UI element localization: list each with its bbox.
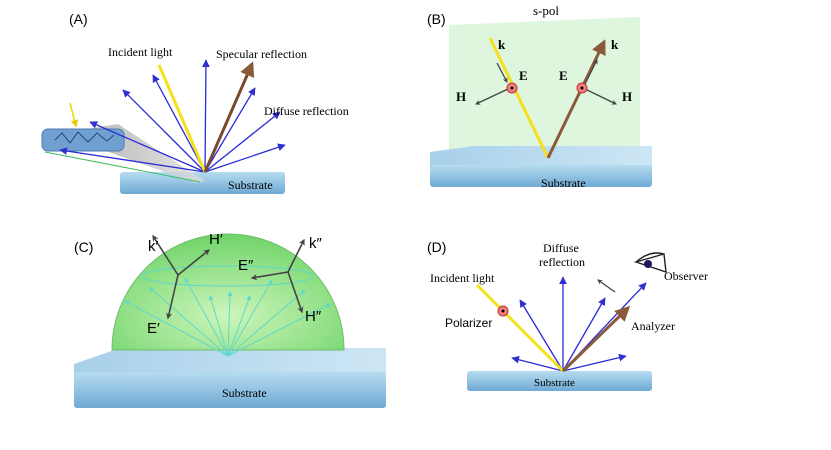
h-right-label: H [622, 89, 632, 104]
panel-c: (C) Substrate k′ H′ E′ [74, 231, 386, 408]
triad-double-prime [250, 238, 305, 314]
dome-ring [141, 265, 315, 287]
h-prime-label: H′ [209, 231, 223, 248]
substrate-c-label: Substrate [222, 386, 267, 400]
k-prime-label: k′ [148, 238, 159, 255]
triad-prime [152, 234, 210, 320]
polarizer-label: Polarizer [445, 316, 492, 330]
diffuse-label-d-1: Diffuse [543, 241, 579, 255]
incident-ray-a [157, 64, 207, 173]
right-field-vectors [582, 59, 617, 105]
substrate-b [430, 165, 652, 187]
substrate-c-top [74, 348, 386, 378]
panel-a-tag: (A) [69, 11, 88, 27]
k-right-label: k [611, 37, 619, 52]
panel-d: (D) Substrate Diffuse reflection [427, 239, 708, 391]
diffuse-label-a: Diffuse reflection [264, 104, 349, 118]
diffuse-arrows-a [59, 59, 286, 173]
substrate-c [74, 372, 386, 408]
incident-ray-b [488, 37, 550, 159]
analyzer-ray-d [561, 305, 631, 373]
zoom-rays [54, 131, 115, 144]
h-left-label: H [456, 89, 466, 104]
zoom-incident-arrow [69, 102, 79, 128]
incident-label-a: Incident light [108, 45, 173, 59]
substrate-a [120, 172, 285, 194]
e-right-label: E [559, 68, 568, 83]
substrate-a-label: Substrate [228, 178, 273, 192]
left-field-vectors [475, 62, 511, 105]
panel-c-tag: (C) [74, 239, 93, 255]
substrate-d [467, 371, 652, 391]
k-double-prime-label: k″ [309, 235, 323, 252]
panel-b: (B) s-pol Substrate k E H k E H [427, 3, 652, 190]
h-double-prime-label: H″ [305, 308, 322, 325]
e-field-right-dot [580, 86, 584, 90]
zoom-inset [41, 128, 125, 152]
diffuse-label-d-2: reflection [539, 255, 585, 269]
incident-label-d: Incident light [430, 271, 495, 285]
polarizer-dot [501, 309, 505, 313]
panel-b-tag: (B) [427, 11, 446, 27]
incident-ray-d [475, 283, 565, 373]
e-left-label: E [519, 68, 528, 83]
k-left-label: k [498, 37, 506, 52]
observer-label: Observer [664, 269, 708, 283]
spol-title: s-pol [533, 3, 559, 18]
e-double-prime-label: E″ [238, 257, 254, 274]
cyan-rays [124, 277, 331, 357]
substrate-b-label: Substrate [541, 176, 586, 190]
eye-icon [633, 252, 667, 274]
e-field-left-dot [510, 86, 514, 90]
e-prime-label: E′ [147, 320, 160, 337]
specular-label-a: Specular reflection [216, 47, 307, 61]
zoom-edge [44, 151, 201, 183]
specular-ray-a [203, 61, 255, 173]
panel-d-tag: (D) [427, 239, 446, 255]
analyzer-label: Analyzer [631, 319, 675, 333]
panel-a: (A) Substrate Incident light Specular re… [41, 11, 349, 194]
substrate-d-label: Substrate [534, 377, 575, 389]
gray-arrow-d [597, 279, 616, 293]
